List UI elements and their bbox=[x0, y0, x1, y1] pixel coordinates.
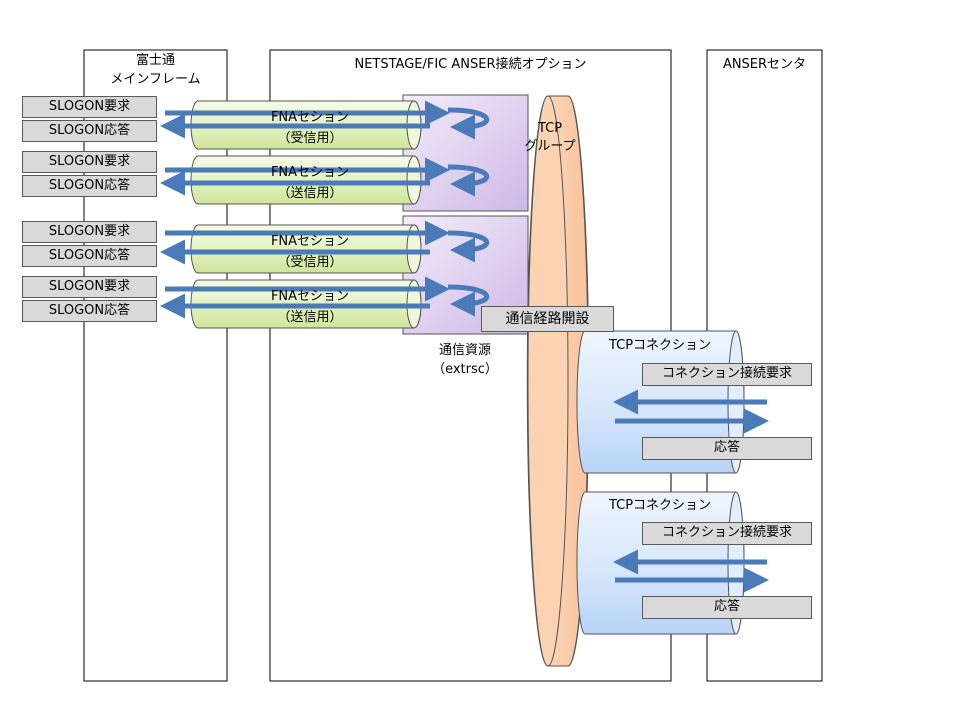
tcp-arrows bbox=[612, 389, 770, 593]
slogon-request-box-3: SLOGON要求 bbox=[22, 221, 157, 243]
tcp-conn-request-box-2: コネクション接続要求 bbox=[642, 522, 812, 545]
tcp-group-label-line2: グループ bbox=[524, 139, 576, 154]
lane-center-title: ANSERセンタ bbox=[722, 57, 807, 72]
loopback-arrow-4 bbox=[447, 284, 490, 317]
fna-session-role-4: （送信用） bbox=[277, 310, 343, 325]
lane-option-title: NETSTAGE/FIC ANSER接続オプション bbox=[354, 57, 587, 72]
path-open-box: 通信経路開設 bbox=[481, 306, 614, 332]
slogon-request-box-4: SLOGON要求 bbox=[22, 276, 157, 298]
lane-mainframe-title-line1: 富士通 bbox=[135, 53, 175, 68]
slogon-response-box-2: SLOGON応答 bbox=[22, 175, 157, 197]
lane-mainframe bbox=[83, 49, 228, 682]
slogon-request-box-2: SLOGON要求 bbox=[22, 151, 157, 173]
tcp-conn-request-box-1: コネクション接続要求 bbox=[642, 363, 812, 386]
loopback-arrow-3 bbox=[447, 230, 490, 263]
fna-session-cylinder-3 bbox=[190, 224, 422, 274]
fna-session-role-3: （受信用） bbox=[277, 255, 343, 270]
fna-session-name-1: FNAセション bbox=[270, 110, 350, 125]
slogon-arrows bbox=[159, 100, 490, 319]
fna-session-name-3: FNAセション bbox=[270, 234, 350, 249]
tcp-conn-response-box-2: 応答 bbox=[642, 596, 812, 619]
fna-session-role-2: （送信用） bbox=[277, 186, 343, 201]
tcp-group-cylinder bbox=[526, 95, 590, 667]
fna-session-name-2: FNAセション bbox=[270, 165, 350, 180]
tcp-conn-response-box-1: 応答 bbox=[642, 437, 812, 460]
comm-resource-label-line1: 通信資源 bbox=[438, 343, 491, 358]
loopback-arrow-2 bbox=[447, 164, 490, 197]
lane-mainframe-title-line2: メインフレーム bbox=[110, 72, 201, 87]
tcp-connection-name-2: TCPコネクション bbox=[608, 498, 712, 513]
slogon-response-box-1: SLOGON応答 bbox=[22, 120, 157, 142]
fna-session-role-1: （受信用） bbox=[277, 131, 343, 146]
slogon-response-box-3: SLOGON応答 bbox=[22, 245, 157, 267]
comm-resource-label-line2: （extrsc） bbox=[432, 362, 498, 377]
fna-session-name-4: FNAセション bbox=[270, 289, 350, 304]
slogon-request-box-1: SLOGON要求 bbox=[22, 96, 157, 118]
loopback-arrow-1 bbox=[447, 107, 490, 140]
tcp-group-label-line1: TCP bbox=[537, 121, 563, 136]
slogon-response-box-4: SLOGON応答 bbox=[22, 300, 157, 322]
tcp-connection-name-1: TCPコネクション bbox=[608, 338, 712, 353]
